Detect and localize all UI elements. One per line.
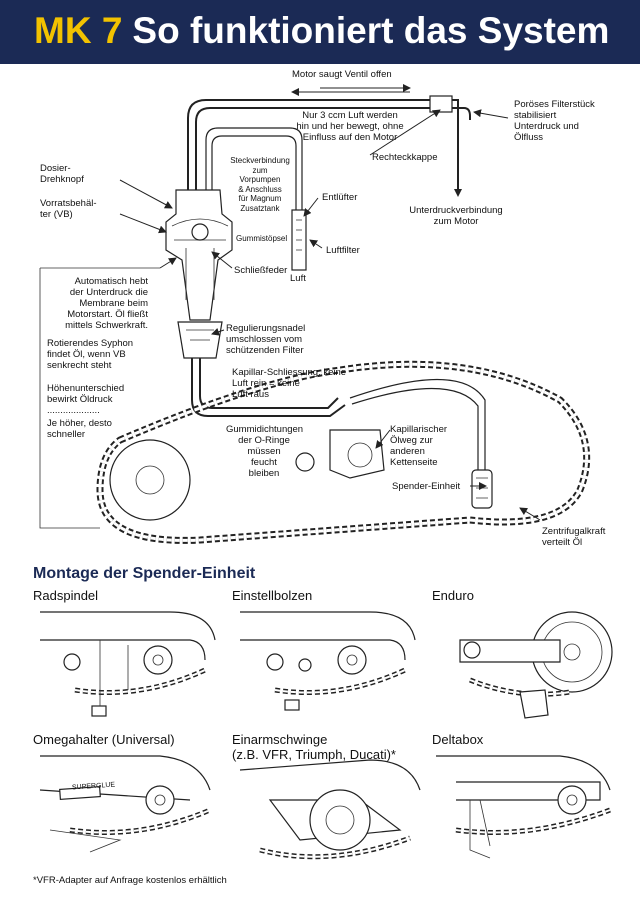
label-steckverbindung: Steckverbindung zum Vorpumpen & Anschlus…	[230, 156, 290, 213]
variant-label-radspindel: Radspindel	[33, 588, 99, 603]
label-gummistoepsel: Gummistöpsel	[236, 234, 288, 243]
illustration-radspindel	[40, 611, 216, 717]
label-rotierendes-syphon: Rotierendes Syphon findet Öl, wenn VB se…	[47, 338, 134, 371]
label-schliessfeder: Schließfeder	[234, 265, 288, 276]
label-zentrifugalkraft: Zentrifugalkraft verteilt Öl	[542, 526, 606, 548]
label-luft: Luft	[290, 273, 306, 284]
label-motor-saugt: Motor saugt Ventil offen	[292, 69, 392, 80]
label-luftfilter: Luftfilter	[326, 245, 360, 256]
label-regulierungsnadel: Regulierungsnadel umschlossen vom schütz…	[226, 323, 306, 356]
label-kapillar-schliessung: Kapillar-Schliessung: keine Luft rein = …	[232, 367, 347, 400]
label-entluefter: Entlüfter	[322, 192, 358, 203]
label-kapillarischer-oelweg: Kapillarischer Ölweg zur anderen Kettens…	[390, 424, 448, 468]
label-dosier-drehknopf: Dosier- Drehknopf	[40, 163, 84, 185]
illustration-einstellbolzen	[240, 611, 416, 711]
label-spender-einheit: Spender-Einheit	[392, 481, 461, 492]
variant-label-einarmschwinge: Einarmschwinge (z.B. VFR, Triumph, Ducat…	[232, 732, 396, 762]
reservoir	[165, 189, 233, 321]
illustration-omegahalter	[39, 755, 211, 853]
variant-label-omegahalter: Omegahalter (Universal)	[33, 732, 175, 747]
footnote: *VFR-Adapter auf Anfrage kostenlos erhäl…	[33, 875, 227, 886]
illustration-einarmschwinge	[239, 759, 421, 860]
rechteckkappe	[429, 95, 453, 113]
label-automatisch: Automatisch hebt der Unterdruck die Memb…	[65, 276, 148, 331]
oil-line	[191, 358, 346, 417]
label-unterdruckverbindung: Unterdruckverbindung zum Motor	[409, 205, 503, 227]
variant-label-einstellbolzen: Einstellbolzen	[232, 588, 313, 603]
label-rechteckkappe: Rechteckkappe	[372, 152, 438, 163]
label-gummidichtungen: Gummidichtungen der O-Ringe müssen feuch…	[226, 424, 304, 479]
label-nur-3-ccm: Nur 3 ccm Luft werden hin und her bewegt…	[296, 110, 404, 143]
title-text: So funktioniert das System	[132, 10, 610, 51]
illustration-deltabox	[436, 755, 611, 859]
vacuum-tube	[187, 99, 430, 190]
illustration-enduro	[459, 611, 613, 719]
label-vorratsbehaelter: Vorratsbehäl- ter (VB)	[40, 198, 97, 220]
variant-label-deltabox: Deltabox	[432, 732, 484, 747]
variant-label-enduro: Enduro	[432, 588, 474, 603]
label-je-hoeher: Je höher, desto schneller	[47, 418, 112, 440]
label-poroeses-filterstueck: Poröses Filterstück stabilisiert Unterdr…	[514, 99, 595, 143]
montage-heading: Montage der Spender-Einheit	[33, 565, 256, 582]
title-model: MK 7	[34, 10, 123, 51]
label-hoehenunterschied: Höhenunterschied bewirkt Öldruck .......…	[47, 383, 125, 416]
